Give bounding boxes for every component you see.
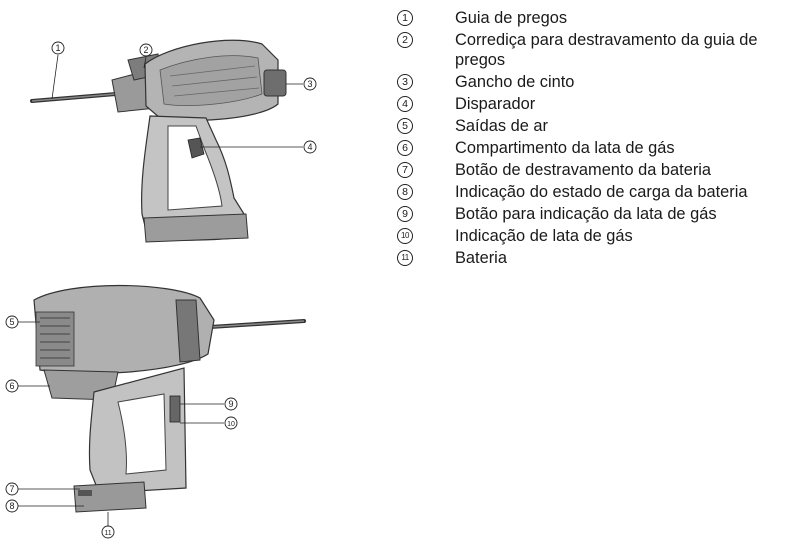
svg-text:10: 10 (227, 421, 235, 428)
legend-label: Indicação do estado de carga da bateria (455, 183, 748, 201)
legend-item: 2 Corrediça para destravamento da guia de… (397, 30, 802, 70)
legend-item: 1 Guia de pregos (397, 8, 802, 28)
svg-text:7: 7 (9, 484, 14, 494)
svg-text:2: 2 (143, 45, 148, 55)
svg-text:3: 3 (307, 79, 312, 89)
legend-label: Corrediça para destravamento da guia de … (455, 31, 758, 69)
legend-number: 1 (397, 10, 413, 26)
legend-number: 2 (397, 32, 413, 48)
legend-item: 11 Bateria (397, 248, 802, 268)
callout-2: 2 (139, 43, 153, 69)
legend-item: 6 Compartimento da lata de gás (397, 138, 802, 158)
legend-number: 3 (397, 74, 413, 90)
svg-text:6: 6 (9, 381, 14, 391)
parts-legend: 1 Guia de pregos 2 Corrediça para destrava… (397, 8, 802, 270)
callout-7: 7 (5, 482, 80, 496)
legend-number: 8 (397, 184, 413, 200)
legend-label: Botão de destravamento da bateria (455, 161, 712, 179)
svg-text:1: 1 (55, 43, 60, 53)
callout-8: 8 (5, 499, 84, 513)
legend-item: 5 Saídas de ar (397, 116, 802, 136)
legend-label: Saídas de ar (455, 117, 548, 135)
callout-9: 9 (180, 397, 238, 411)
nail-gun-front-view-illustration: 1 2 3 4 (30, 39, 317, 243)
legend-label: Indicação de lata de gás (455, 227, 633, 245)
legend-number: 10 (397, 228, 413, 244)
callout-10: 10 (180, 416, 238, 430)
legend-item: 7 Botão de destravamento da bateria (397, 160, 802, 180)
legend-item: 10 Indicação de lata de gás (397, 226, 802, 246)
legend-number: 11 (397, 250, 413, 266)
legend-label: Guia de pregos (455, 9, 568, 27)
legend-label: Bateria (455, 249, 507, 267)
svg-text:4: 4 (307, 142, 312, 152)
svg-text:9: 9 (228, 399, 233, 409)
nail-gun-rear-view-illustration: 5 6 7 8 9 10 11 (5, 284, 306, 539)
legend-number: 4 (397, 96, 413, 112)
legend-label: Botão para indicação da lata de gás (455, 205, 717, 223)
callout-6: 6 (5, 379, 50, 393)
svg-text:8: 8 (9, 501, 14, 511)
legend-item: 8 Indicação do estado de carga da bateria (397, 182, 802, 202)
legend-label: Compartimento da lata de gás (455, 139, 675, 157)
svg-text:5: 5 (9, 317, 14, 327)
legend-label: Disparador (455, 95, 536, 113)
legend-item: 3 Gancho de cinto (397, 72, 802, 92)
callout-5: 5 (5, 315, 40, 329)
legend-label: Gancho de cinto (455, 73, 575, 91)
legend-item: 4 Disparador (397, 94, 802, 114)
svg-text:11: 11 (104, 530, 111, 537)
legend-number: 7 (397, 162, 413, 178)
legend-item: 9 Botão para indicação da lata de gás (397, 204, 802, 224)
callout-3: 3 (286, 77, 317, 91)
callout-1: 1 (51, 41, 65, 100)
tool-illustrations: 1 2 3 4 (0, 0, 360, 539)
legend-number: 5 (397, 118, 413, 134)
callout-11: 11 (101, 512, 115, 539)
legend-number: 6 (397, 140, 413, 156)
legend-number: 9 (397, 206, 413, 222)
callout-4: 4 (200, 140, 317, 154)
